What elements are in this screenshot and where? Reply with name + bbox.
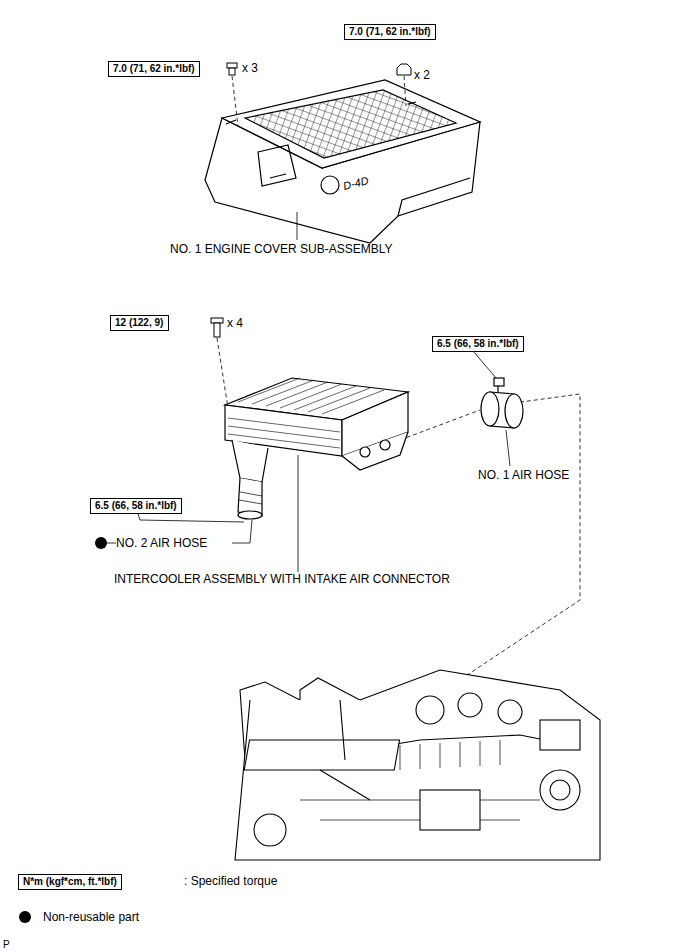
torque-value: 12 (122, 9) (115, 317, 164, 329)
fasteners (211, 63, 411, 337)
leader-line (138, 514, 244, 522)
non-reusable-marks (19, 537, 107, 923)
air-hose-1 (481, 378, 523, 428)
part-label: P (3, 938, 10, 952)
legend-entry: Non-reusable part (43, 910, 139, 924)
intercooler (225, 378, 408, 482)
torque-value: N*m (kgf*cm, ft.*lbf) (23, 876, 117, 888)
leader-line (473, 351, 496, 378)
legend-text: : Specified torque (184, 874, 277, 888)
torque-value: 7.0 (71, 62 in.*lbf) (113, 63, 195, 75)
leader-line (297, 212, 298, 240)
torque-value: 7.0 (71, 62 in.*lbf) (349, 26, 431, 38)
torque-spec-box: 7.0 (71, 62 in.*lbf) (344, 24, 436, 40)
torque-spec-box: 6.5 (66, 58 in.*lbf) (432, 336, 524, 352)
leader-lines (217, 76, 580, 705)
part-label: x 3 (242, 61, 258, 75)
torque-spec-box: 7.0 (71, 62 in.*lbf) (108, 61, 200, 77)
engine-cover (205, 80, 480, 243)
torque-spec-box: 6.5 (66, 58 in.*lbf) (90, 498, 182, 514)
torque-value: 6.5 (66, 58 in.*lbf) (95, 500, 177, 512)
engine (235, 670, 600, 860)
part-label: NO. 2 AIR HOSE (116, 536, 207, 550)
torque-value: 6.5 (66, 58 in.*lbf) (437, 338, 519, 350)
part-label: NO. 1 AIR HOSE (478, 468, 569, 482)
part-label: NO. 1 ENGINE COVER SUB-ASSEMBLY (170, 242, 393, 256)
air-hose-2 (238, 478, 262, 519)
leader-line (506, 430, 510, 466)
part-label: x 2 (414, 68, 430, 82)
torque-spec-box: N*m (kgf*cm, ft.*lbf) (18, 874, 122, 890)
leader-line (232, 520, 252, 543)
leader-line (107, 543, 116, 544)
part-label: x 4 (227, 316, 243, 330)
legend-entry: : Specified torque (184, 874, 277, 888)
legend-text: Non-reusable part (43, 910, 139, 924)
torque-spec-box: 12 (122, 9) (110, 315, 169, 331)
leader-line (298, 455, 299, 572)
part-label: INTERCOOLER ASSEMBLY WITH INTAKE AIR CON… (114, 572, 450, 586)
